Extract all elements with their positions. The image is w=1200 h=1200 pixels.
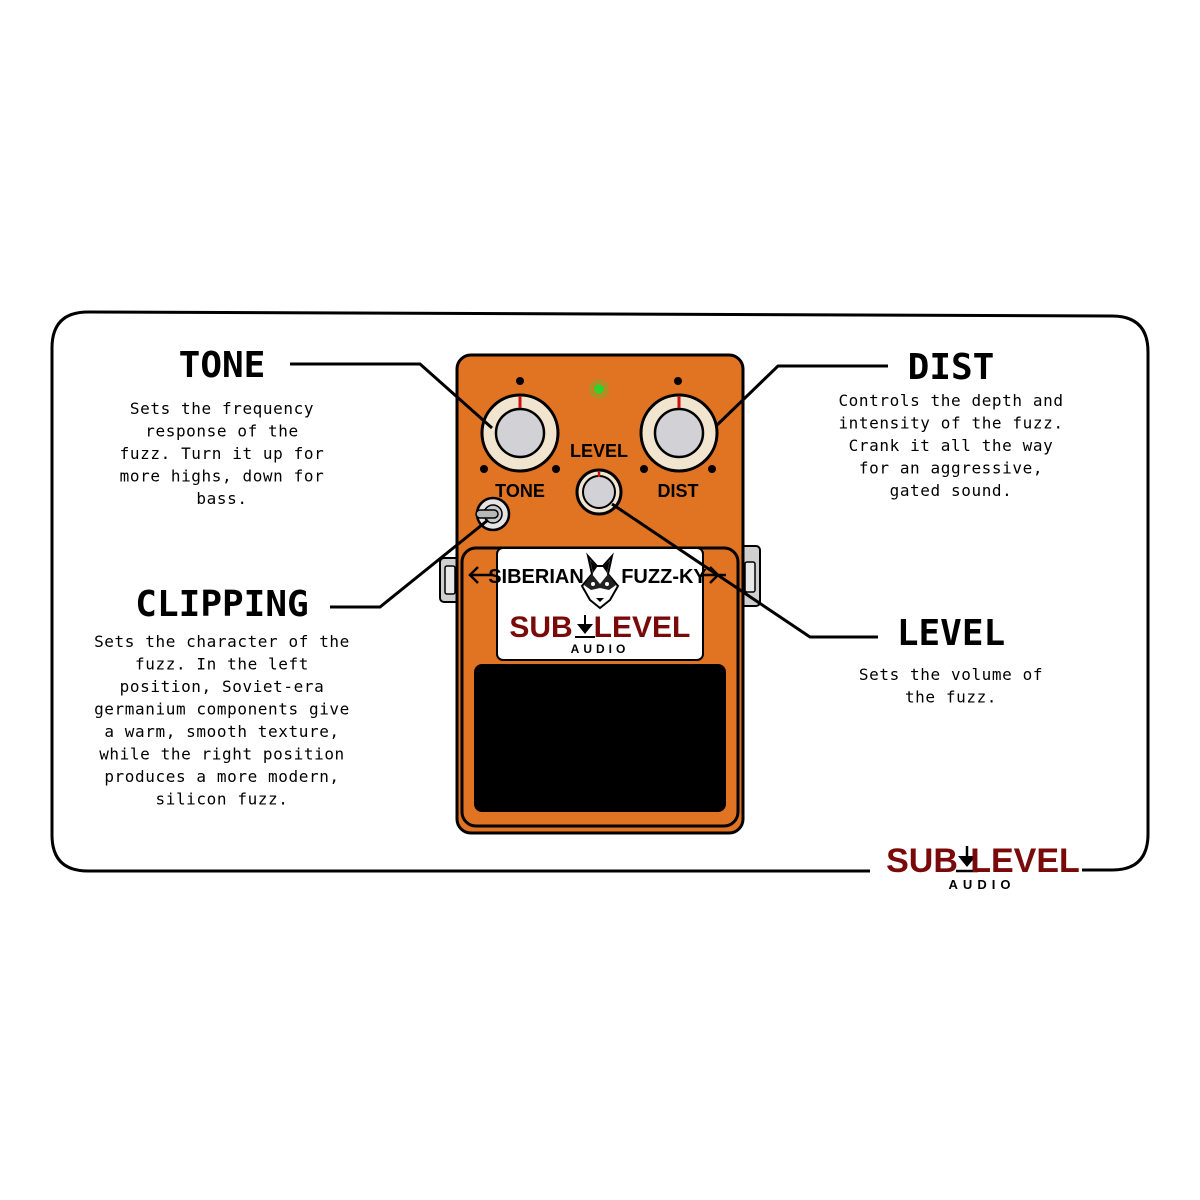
pedal-brand-down-arrow-icon	[575, 615, 595, 638]
tone-description: Sets the frequency response of the fuzz. T…	[120, 399, 325, 508]
footer-logo-down-arrow-icon	[956, 846, 978, 873]
left-arrow-icon	[468, 566, 492, 584]
tone-heading: TONE	[179, 345, 266, 386]
description-line: bass.	[196, 489, 247, 508]
tone-knob[interactable]	[480, 377, 560, 473]
level-heading: LEVEL	[897, 613, 1005, 654]
led-indicator-icon	[594, 384, 604, 394]
dist-heading: DIST	[908, 347, 995, 388]
pedal-brand-right: LEVEL	[594, 611, 691, 644]
clipping-leader-line	[330, 518, 489, 609]
pedal-name-right: FUZZ-KY	[621, 566, 707, 588]
pedal-name-left: SIBERIAN	[488, 566, 584, 588]
description-line: Crank it all the way	[849, 436, 1054, 455]
level-leader-line	[611, 502, 878, 639]
tone-knob-label: TONE	[495, 481, 545, 501]
clipping-description: Sets the character of the fuzz. In the le…	[94, 632, 350, 809]
description-line: more highs, down for	[120, 467, 325, 486]
level-knob-label: LEVEL	[570, 441, 628, 461]
clipping-heading: CLIPPING	[135, 584, 308, 625]
footer-logo-left: SUB	[886, 842, 958, 880]
description-line: gated sound.	[890, 481, 1013, 500]
description-line: a warm, smooth texture,	[104, 722, 339, 741]
description-line: fuzz. In the left	[135, 655, 309, 674]
description-line: response of the	[145, 422, 299, 441]
tone-leader-line	[290, 362, 493, 430]
description-line: intensity of the fuzz.	[838, 414, 1063, 433]
description-line: Controls the depth and	[838, 391, 1063, 410]
pedal-brand-sub: AUDIO	[571, 642, 630, 656]
description-line: Sets the frequency	[130, 399, 314, 418]
footer-logo-right: LEVEL	[970, 842, 1080, 880]
outer-frame	[50, 310, 1150, 873]
description-line: for an aggressive,	[859, 459, 1043, 478]
footswitch-pad[interactable]	[474, 664, 726, 812]
description-line: produces a more modern,	[104, 767, 339, 786]
dist-knob-label: DIST	[657, 481, 698, 501]
description-line: silicon fuzz.	[155, 790, 288, 809]
dist-leader-line	[714, 364, 888, 428]
description-line: germanium components give	[94, 700, 350, 719]
description-line: while the right position	[99, 745, 345, 764]
pedal-brand-left: SUB	[509, 611, 572, 644]
level-knob[interactable]	[575, 468, 623, 516]
level-description: Sets the volume of the fuzz.	[859, 665, 1043, 707]
description-line: Sets the volume of	[859, 665, 1043, 684]
description-line: position, Soviet-era	[120, 677, 325, 696]
description-line: Sets the character of the	[94, 632, 350, 651]
description-line: fuzz. Turn it up for	[120, 444, 325, 463]
description-line: the fuzz.	[905, 688, 997, 707]
dist-knob[interactable]	[639, 377, 719, 473]
husky-icon	[580, 552, 620, 610]
dist-description: Controls the depth and intensity of the f…	[838, 391, 1063, 500]
footer-logo: SUB LEVEL AUDIO	[886, 842, 1080, 892]
footer-logo-sub: AUDIO	[949, 877, 1016, 892]
